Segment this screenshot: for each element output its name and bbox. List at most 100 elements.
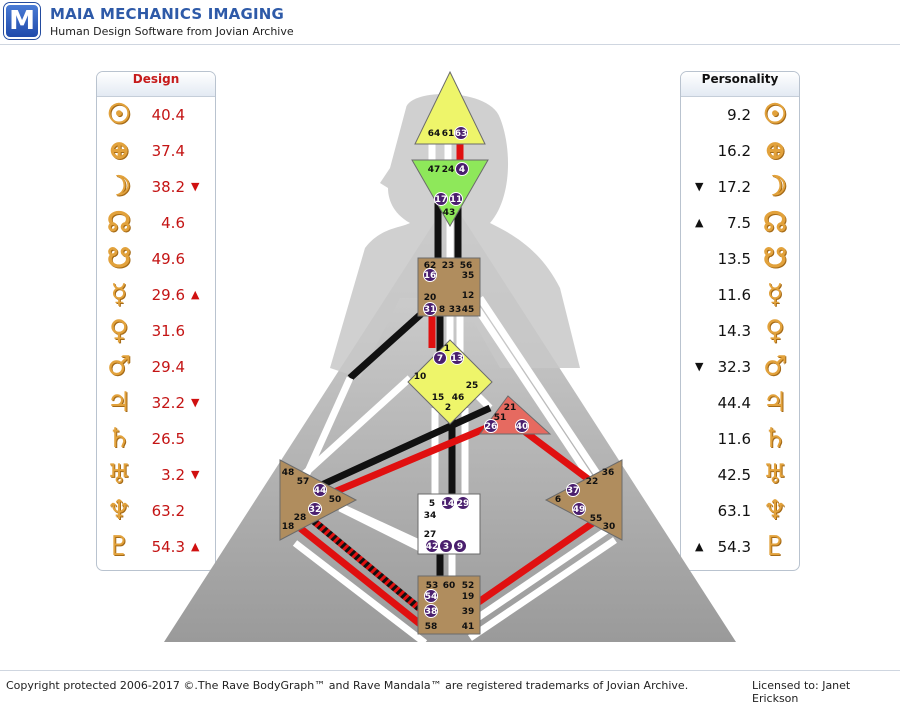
north-node-icon: ☊ [763,207,787,238]
pluto-icon: ♇ [762,531,788,562]
planet-value: 29.6 [151,286,185,304]
gate-label: 14 [442,499,455,509]
personality-panel-title: Personality [681,72,799,97]
earth-icon: ⊕ [763,135,787,166]
planet-value: 9.2 [727,106,751,124]
south-node-icon: ☋ [107,243,131,274]
channel-line [301,376,354,480]
neptune-icon: ♆ [106,495,132,526]
planet-row: ☉9.2 [681,98,799,134]
gate-label: 9 [457,542,463,552]
gate-label: 4 [459,165,465,175]
planet-value: 32.3 [717,358,751,376]
gate-label: 64 [428,129,441,139]
planet-row: ♂32.3▼ [681,350,799,386]
gate-label: 1 [444,344,450,354]
gate-label: 7 [437,354,443,364]
direction-arrow: ▼ [191,396,200,409]
mercury-icon: ☿ [110,279,128,310]
planet-row: ☽17.2▼ [681,170,799,206]
planet-value: 38.2 [151,178,185,196]
channel-line [468,515,602,611]
active-gate-marker [439,539,453,553]
planet-row: ♆63.1 [681,494,799,530]
gate-label: 16 [424,271,437,281]
planet-value: 54.3 [151,538,185,556]
active-gate-marker [313,483,327,497]
channel-line [468,537,617,641]
pluto-icon: ♇ [106,531,132,562]
channel-line [347,303,433,381]
planet-value: 11.6 [717,430,751,448]
gate-label: 46 [452,393,465,403]
gate-label: 13 [451,354,464,364]
active-gate-marker [308,502,322,516]
gate-label: 40 [516,422,529,432]
channel-line [297,525,428,631]
app-logo: M [4,3,40,39]
planet-row: ♄26.5 [97,422,215,458]
direction-arrow: ▲ [695,540,704,553]
planet-value: 11.6 [717,286,751,304]
channel-line [318,414,512,502]
gate-label: 50 [329,495,342,505]
active-gate-marker [424,604,438,618]
uranus-icon: ♅ [106,459,132,490]
planet-row: ☿11.6 [681,278,799,314]
gate-label: 60 [443,581,456,591]
gate-label: 33 [449,305,462,315]
active-gate-marker [484,419,498,433]
direction-arrow: ▲ [191,540,200,553]
venus-icon: ♀ [109,315,129,346]
gate-label: 18 [282,522,295,532]
planet-row: ♂29.4 [97,350,215,386]
moon-icon: ☽ [762,171,788,202]
planet-row: ♃ 32.2 ▼ [97,386,215,422]
planet-row: ♇ 54.3 ▲ [681,530,799,566]
planet-row: ☊7.5▲ [681,206,799,242]
planet-row: ⊕37.4 [97,134,215,170]
mars-icon: ♂ [106,351,132,382]
gate-label: 41 [462,622,475,632]
channel-line [467,296,593,480]
channel-line [307,515,428,616]
direction-arrow: ▲ [695,216,704,229]
design-panel-title: Design [97,72,215,97]
gate-label: 35 [462,271,475,281]
planet-value: 17.2 [717,178,751,196]
direction-arrow: ▲ [191,288,200,301]
channel-line [468,525,612,626]
planet-value: 54.3 [717,538,751,556]
gate-label: 10 [414,372,427,382]
active-gate-marker [566,483,580,497]
gate-label: 49 [573,505,586,515]
jupiter-icon: ♃ [106,387,132,418]
gate-label: 62 [424,261,437,271]
channel-line [517,425,603,491]
saturn-icon: ♄ [106,423,132,454]
planet-value: 32.2 [151,394,185,412]
direction-arrow: ▼ [191,468,200,481]
planet-row: ☽38.2▼ [97,170,215,206]
gate-label: 24 [442,165,455,175]
gate-label: 6 [555,495,561,505]
planet-row: ♅3.2▼ [97,458,215,494]
active-gate-marker [449,192,463,206]
saturn-icon: ♄ [762,423,788,454]
planet-row: ♃44.4 [681,386,799,422]
uranus-icon: ♅ [762,459,788,490]
planet-value: 44.4 [717,394,751,412]
gate-label: 23 [442,261,455,271]
gate-label: 36 [602,468,615,478]
channel-line [477,296,603,480]
direction-arrow: ▼ [695,360,704,373]
planet-value: 13.5 [717,250,751,268]
active-gate-marker [453,539,467,553]
planet-row: ☿ 29.6 ▲ [97,278,215,314]
gate-label: 58 [425,622,438,632]
gate-label: 31 [424,305,437,315]
